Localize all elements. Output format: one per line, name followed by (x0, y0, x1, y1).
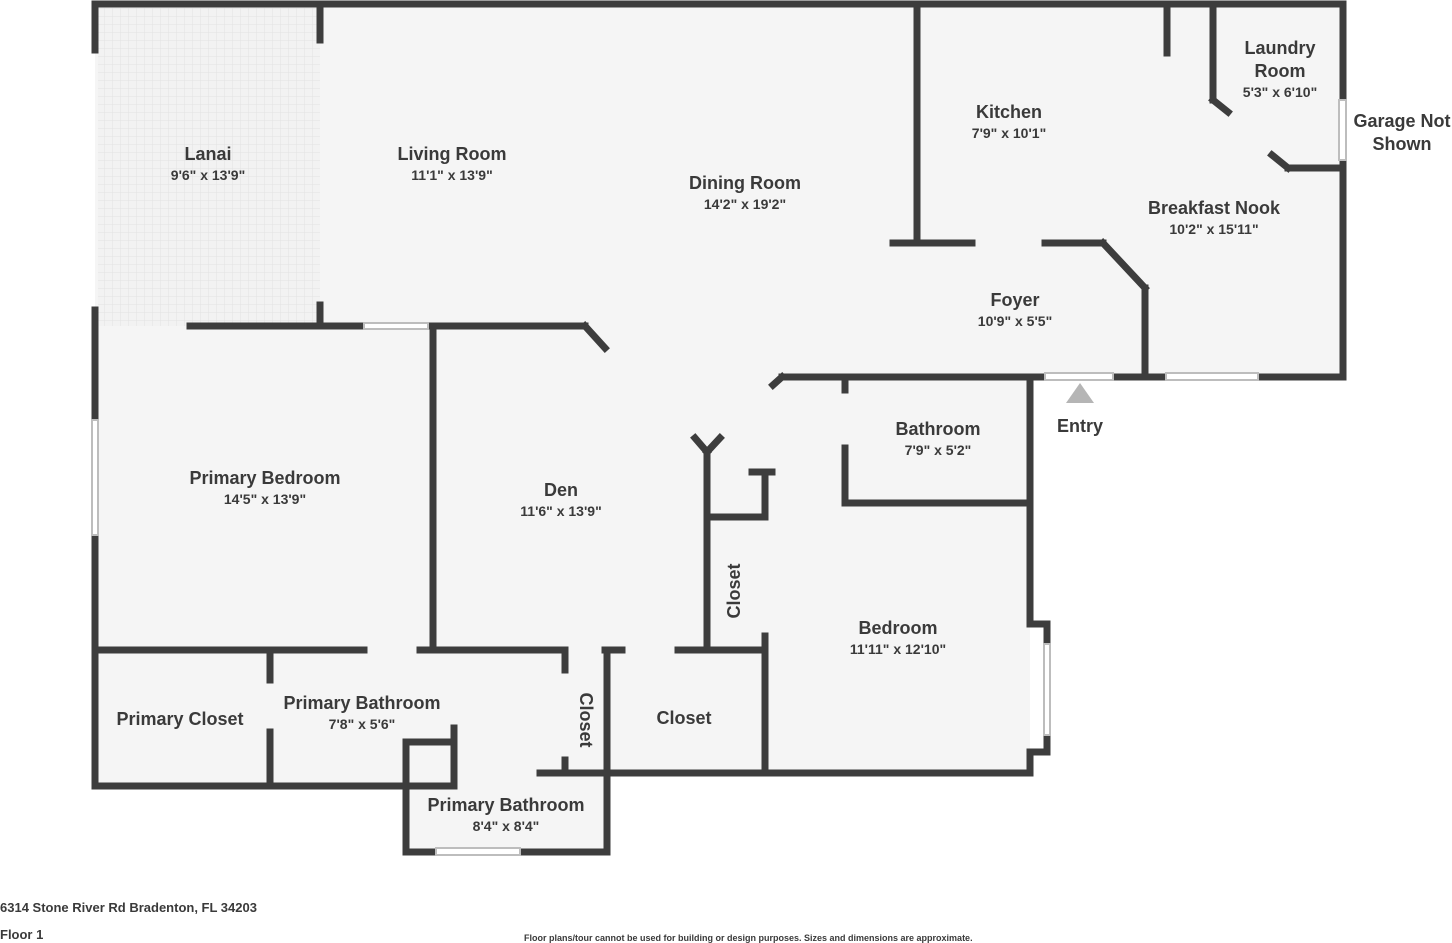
room-closet-vertical-1: Closet (724, 563, 744, 618)
room-bedroom-name: Bedroom (858, 618, 937, 638)
garage-note-line1: Garage Not (1353, 111, 1450, 131)
room-closet-vertical-2: Closet (576, 692, 596, 747)
floor-label: Floor 1 (0, 927, 44, 942)
property-address: 6314 Stone River Rd Bradenton, FL 34203 (0, 900, 257, 915)
disclaimer-text: Floor plans/tour cannot be used for buil… (524, 933, 973, 943)
room-primary-bedroom-dim: 14'5" x 13'9" (224, 491, 306, 507)
room-foyer-dim: 10'9" x 5'5" (978, 313, 1052, 329)
room-nook-name: Breakfast Nook (1148, 198, 1281, 218)
room-laundry-dim: 5'3" x 6'10" (1243, 84, 1317, 100)
room-kitchen-dim: 7'9" x 10'1" (972, 125, 1046, 141)
room-primary-bedroom-name: Primary Bedroom (189, 468, 340, 488)
room-den-dim: 11'6" x 13'9" (520, 503, 601, 519)
windows (91, 99, 1347, 856)
room-closet-name: Closet (656, 708, 711, 728)
room-bathroom-name: Bathroom (896, 419, 981, 439)
room-primary-bath1-dim: 7'8" x 5'6" (329, 716, 396, 732)
entry-arrow-icon (1066, 383, 1094, 403)
room-bedroom-dim: 11'11" x 12'10" (850, 641, 946, 657)
room-bathroom-dim: 7'9" x 5'2" (905, 442, 972, 458)
room-laundry-name: Laundry (1244, 38, 1315, 58)
entry-label: Entry (1057, 416, 1103, 436)
floor-fill (95, 5, 1343, 852)
lanai-floor (98, 8, 320, 326)
room-dining-name: Dining Room (689, 173, 801, 193)
room-living-name: Living Room (398, 144, 507, 164)
room-primary-bath2-name: Primary Bathroom (427, 795, 584, 815)
room-lanai-name: Lanai (184, 144, 231, 164)
room-primary-bath1-name: Primary Bathroom (283, 693, 440, 713)
room-laundry-name2: Room (1255, 61, 1306, 81)
garage-note-line2: Shown (1373, 134, 1432, 154)
room-foyer-name: Foyer (990, 290, 1039, 310)
walls (91, 0, 1347, 856)
room-nook-dim: 10'2" x 15'11" (1169, 221, 1258, 237)
room-dining-dim: 14'2" x 19'2" (704, 196, 786, 212)
room-kitchen-name: Kitchen (976, 102, 1042, 122)
room-lanai-dim: 9'6" x 13'9" (171, 167, 245, 183)
room-primary-closet-name: Primary Closet (116, 709, 243, 729)
room-den-name: Den (544, 480, 578, 500)
room-living-dim: 11'1" x 13'9" (411, 167, 492, 183)
room-primary-bath2-dim: 8'4" x 8'4" (473, 818, 540, 834)
room-labels: Lanai 9'6" x 13'9" Living Room 11'1" x 1… (116, 38, 1450, 834)
